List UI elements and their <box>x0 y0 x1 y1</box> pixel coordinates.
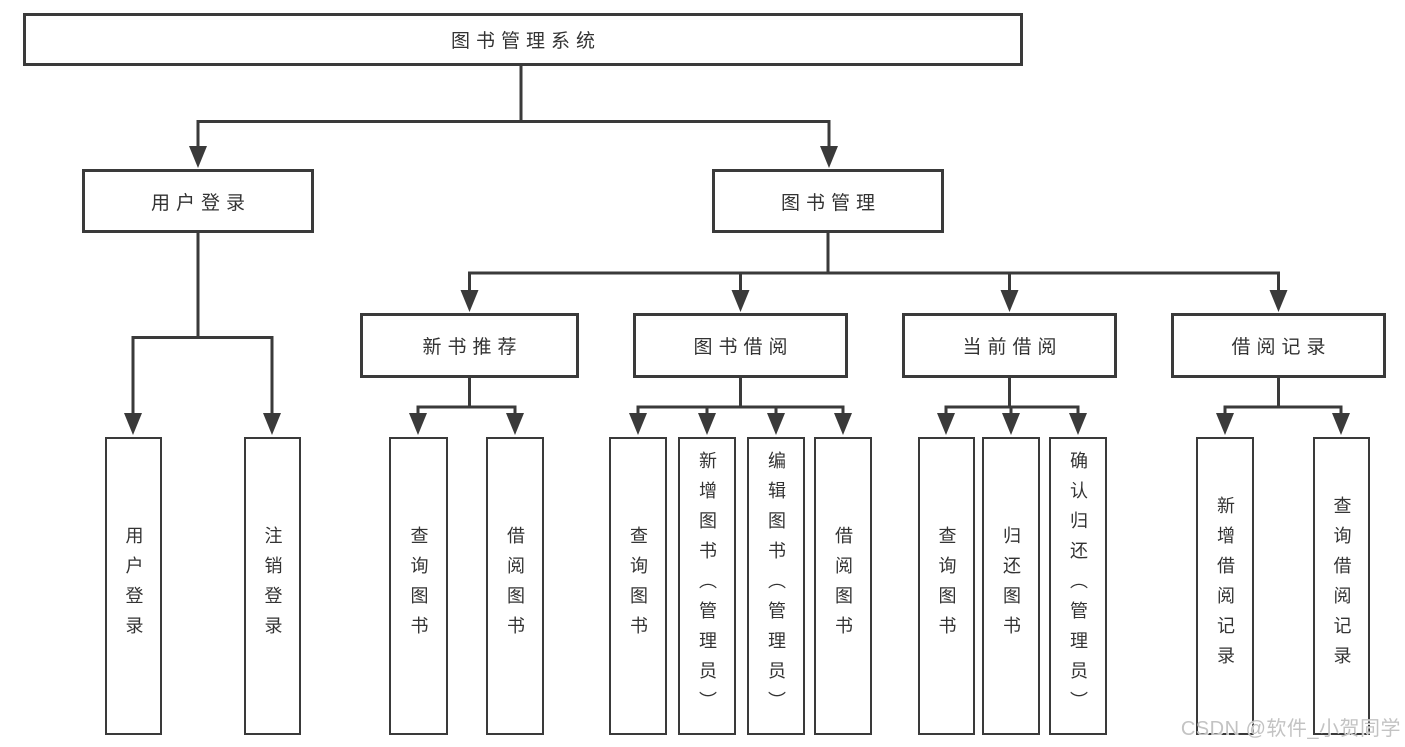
node-label: 借阅图书 <box>833 526 853 646</box>
node-label: 新书推荐 <box>422 337 523 358</box>
node-leaf-nbr-query-book: 查询图书 <box>389 437 448 735</box>
node-label: 当前借阅 <box>962 337 1063 358</box>
watermark: CSDN @软件_小贺同学 <box>1180 718 1401 740</box>
node-label: 用户登录 <box>150 192 251 214</box>
node-leaf-bb-borrow-book: 借阅图书 <box>814 437 872 735</box>
node-user-login-branch: 用户登录 <box>82 169 314 233</box>
node-leaf-user-login: 用户登录 <box>105 437 162 735</box>
node-library-management-system: 图书管理系统 <box>23 13 1023 66</box>
node-label: 新增借阅记录 <box>1215 496 1235 676</box>
node-label: 查询图书 <box>408 526 429 646</box>
node-book-borrow: 图书借阅 <box>633 313 848 378</box>
node-borrow-records: 借阅记录 <box>1171 313 1386 378</box>
node-label: 新增图书（管理员） <box>697 451 717 721</box>
node-label: 借阅记录 <box>1231 337 1332 358</box>
edge-book-mgmt-to-level3 <box>460 233 1288 312</box>
node-leaf-bb-edit-book-admin: 编辑图书（管理员） <box>747 437 805 735</box>
edge-root-to-level2 <box>189 66 838 168</box>
edge-borrow-records-to-leaves <box>1216 378 1350 435</box>
node-leaf-nbr-borrow-book: 借阅图书 <box>486 437 544 735</box>
node-label: 图书管理 <box>780 192 881 214</box>
node-leaf-br-query-record: 查询借阅记录 <box>1313 437 1370 735</box>
node-book-management: 图书管理 <box>712 169 944 233</box>
node-leaf-logout: 注销登录 <box>244 437 301 735</box>
node-label: 图书管理系统 <box>450 31 601 52</box>
node-leaf-cb-return-book: 归还图书 <box>982 437 1040 735</box>
node-label: 编辑图书（管理员） <box>766 451 786 721</box>
node-leaf-br-add-record: 新增借阅记录 <box>1196 437 1254 735</box>
node-label: 用户登录 <box>123 526 144 646</box>
edge-new-book-rec-to-leaves <box>409 378 524 435</box>
node-label: 查询图书 <box>628 526 648 646</box>
node-leaf-bb-query-book: 查询图书 <box>609 437 667 735</box>
node-label: 查询图书 <box>936 526 957 646</box>
node-leaf-bb-add-book-admin: 新增图书（管理员） <box>678 437 736 735</box>
node-leaf-cb-query-book: 查询图书 <box>918 437 975 735</box>
node-label: 注销登录 <box>262 526 283 646</box>
node-new-book-recommend: 新书推荐 <box>360 313 579 378</box>
edge-book-borrow-to-leaves <box>629 378 852 435</box>
node-label: 图书借阅 <box>693 337 794 358</box>
node-label: 借阅图书 <box>505 526 525 646</box>
node-leaf-cb-confirm-return-admin: 确认归还（管理员） <box>1049 437 1107 735</box>
node-label: 归还图书 <box>1001 526 1021 646</box>
edge-user-login-to-leaves <box>124 233 281 435</box>
node-current-borrow: 当前借阅 <box>902 313 1117 378</box>
edge-current-borrow-to-leaves <box>937 378 1087 435</box>
node-label: 查询借阅记录 <box>1331 496 1352 676</box>
node-label: 确认归还（管理员） <box>1068 451 1088 721</box>
